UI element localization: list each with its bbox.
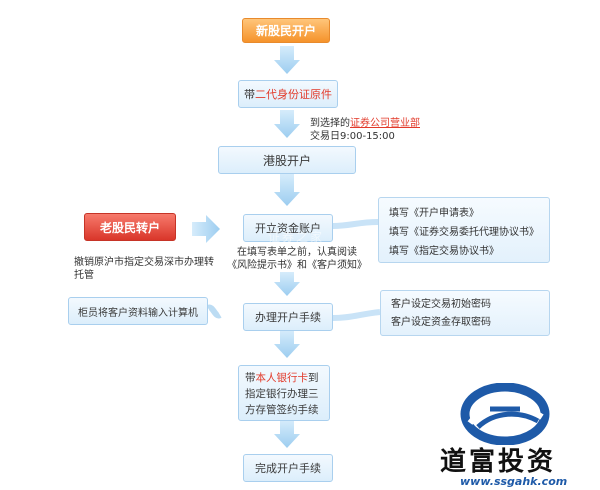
branch-note: 到选择的证券公司营业部 交易日9:00-15:00 bbox=[310, 117, 460, 143]
connector-passwords bbox=[332, 309, 381, 321]
process-account-step: 办理开户手续 bbox=[243, 303, 333, 331]
form-item: 填写《证券交易委托代理协议书》 bbox=[389, 227, 539, 238]
down-arrow-2 bbox=[274, 110, 300, 138]
complete-step: 完成开户手续 bbox=[243, 454, 333, 482]
bring-id-prefix: 带 bbox=[244, 88, 255, 101]
down-arrow-1 bbox=[274, 46, 300, 74]
branch-prefix: 到选择的 bbox=[310, 118, 350, 129]
bank-highlight: 本人银行卡 bbox=[255, 372, 309, 384]
password-note: 客户设定交易初始密码 客户设定资金存取密码 bbox=[380, 290, 550, 336]
connector-forms bbox=[332, 219, 379, 229]
password-item: 客户设定交易初始密码 bbox=[391, 299, 491, 310]
form-item: 填写《指定交易协议书》 bbox=[389, 246, 499, 257]
password-item: 客户设定资金存取密码 bbox=[391, 317, 491, 328]
down-arrow-5 bbox=[274, 330, 300, 358]
down-arrow-4 bbox=[274, 272, 300, 296]
forms-note: 填写《开户申请表》 填写《证券交易委托代理协议书》 填写《指定交易协议书》 bbox=[378, 197, 550, 263]
bring-id-step: 带二代身份证原件 bbox=[238, 80, 338, 108]
logo-emblem bbox=[460, 383, 550, 445]
new-investor-badge: 新股民开户 bbox=[242, 18, 330, 43]
watermark: 证券之家 bbox=[268, 230, 325, 244]
old-investor-badge: 老股民转户 bbox=[84, 213, 176, 241]
read-note-line1: 在填写表单之前，认真阅读 bbox=[237, 247, 357, 258]
branch-highlight: 证券公司营业部 bbox=[350, 118, 420, 129]
hk-account-step: 港股开户 bbox=[218, 146, 356, 174]
read-note-line2: 《风险提示书》和《客户须知》 bbox=[227, 260, 367, 271]
connector-line bbox=[206, 304, 222, 319]
open-fund-step: 开立资金账户 bbox=[243, 214, 333, 242]
bank-card-step: 带本人银行卡到指定银行办理三方存管签约手续 bbox=[238, 365, 330, 421]
logo-name: 道富投资 bbox=[440, 447, 557, 477]
down-arrow-6 bbox=[274, 420, 300, 448]
down-arrow-3 bbox=[274, 174, 300, 206]
read-note: 在填写表单之前，认真阅读 《风险提示书》和《客户须知》 bbox=[222, 246, 372, 272]
bring-id-highlight: 二代身份证原件 bbox=[255, 88, 332, 101]
right-arrow bbox=[192, 215, 220, 243]
form-item: 填写《开户申请表》 bbox=[389, 208, 479, 219]
trading-hours: 交易日9:00-15:00 bbox=[310, 131, 395, 142]
logo-url: www.ssgahk.com bbox=[460, 475, 568, 488]
transfer-note: 撤销原沪市指定交易深市办理转托管 bbox=[74, 257, 214, 281]
logo: 道富投资 www.ssgahk.com bbox=[440, 383, 600, 490]
clerk-input-note: 柜员将客户资料输入计算机 bbox=[68, 297, 208, 325]
bank-prefix: 带 bbox=[245, 372, 256, 384]
bank-suffix: 到指定银行办理三方存管签约手续 bbox=[245, 372, 319, 416]
